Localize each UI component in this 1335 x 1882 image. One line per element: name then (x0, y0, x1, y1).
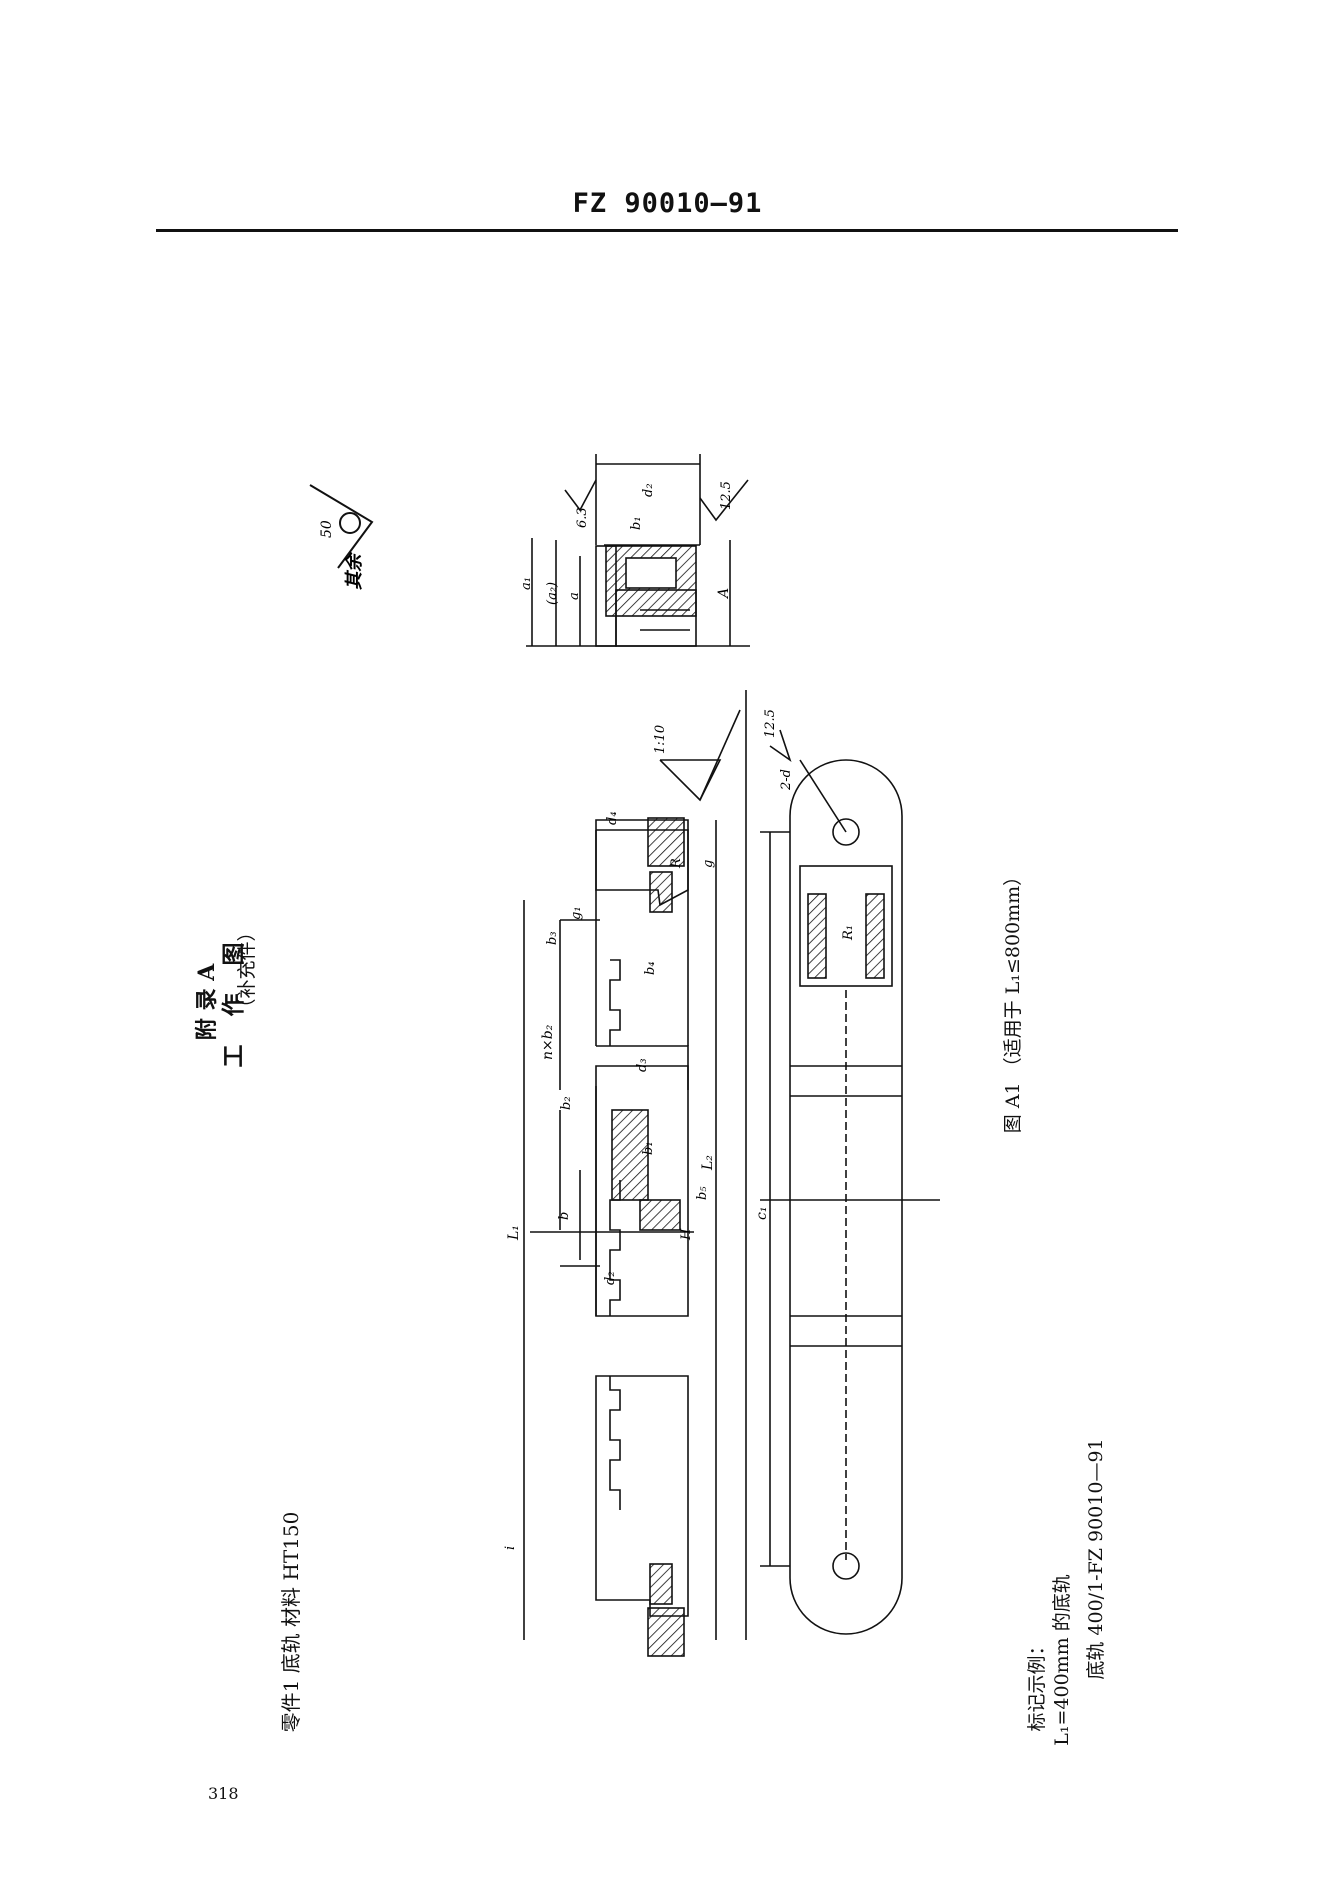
page-number: 318 (208, 1784, 239, 1803)
surface-finish-general-symbol (309, 484, 374, 569)
dim-d3: d₃ (635, 1058, 650, 1072)
plan-view (760, 729, 940, 1635)
dim-b: b (557, 1212, 572, 1220)
dim-R1: R₁ (841, 925, 856, 941)
dim-b4: b₄ (643, 961, 658, 975)
surface-finish-value-3: 12.5 (763, 709, 778, 738)
dim-b5: b₅ (695, 1186, 710, 1200)
dim-g: g (701, 860, 716, 868)
taper-ratio: 1:10 (653, 725, 668, 754)
dim-b1-section: b₁ (629, 516, 644, 530)
dim-g1: g₁ (569, 906, 584, 920)
dim-R: R (669, 858, 684, 869)
dim-c1: c₁ (754, 1207, 770, 1220)
elevation-view (523, 690, 747, 1657)
dim-d2-section: d₂ (641, 483, 656, 497)
section-view (526, 454, 750, 647)
dim-b2: b₂ (559, 1096, 574, 1110)
dim-A: A (716, 588, 732, 600)
dim-nxb2: n×b₂ (540, 1024, 556, 1060)
dim-b1-elevation: b₁ (641, 1141, 656, 1155)
dim-L1-elevation: L₁ (506, 1225, 522, 1241)
dim-a2: (a₂) (545, 582, 560, 605)
dim-a: a (567, 592, 582, 600)
dim-d2-elevation: d₂ (603, 1271, 618, 1285)
surface-finish-value-2: 12.5 (719, 481, 734, 510)
standard-code: FZ 90010—91 (572, 188, 763, 219)
dim-2d: 2-d (779, 769, 794, 791)
dim-i: i (503, 1546, 518, 1550)
dim-H: H (679, 1228, 694, 1241)
dim-a1: a₁ (519, 577, 534, 590)
surface-finish-value-1: 6.3 (575, 507, 590, 528)
surface-finish-general-value: 50 (319, 520, 335, 538)
header-rule (156, 229, 1178, 232)
dim-d4: d₄ (605, 811, 620, 825)
dim-b3: b₃ (545, 931, 560, 945)
surface-finish-general-label: 其余 (344, 551, 365, 590)
dim-L2: L₂ (700, 1155, 716, 1171)
